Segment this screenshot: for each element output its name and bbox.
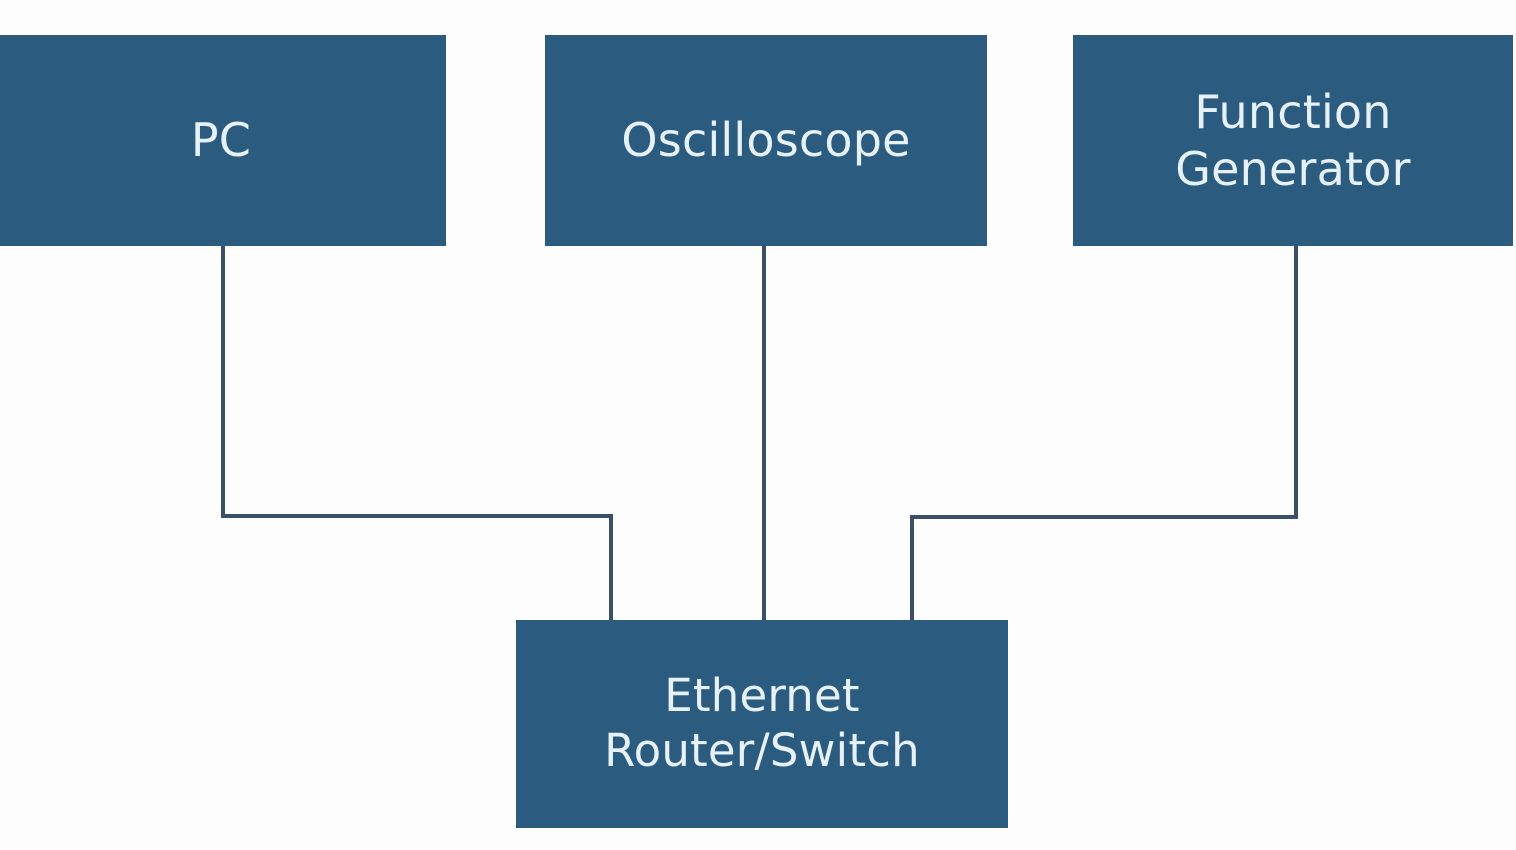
node-function-generator[interactable]: Function Generator <box>1073 35 1513 246</box>
node-oscilloscope[interactable]: Oscilloscope <box>545 35 987 246</box>
node-pc[interactable]: PC <box>0 35 446 246</box>
connector-function-generator-to-router <box>910 246 1298 622</box>
connector-pc-to-router <box>221 246 613 622</box>
node-ethernet-router-switch[interactable]: Ethernet Router/Switch <box>516 620 1008 828</box>
